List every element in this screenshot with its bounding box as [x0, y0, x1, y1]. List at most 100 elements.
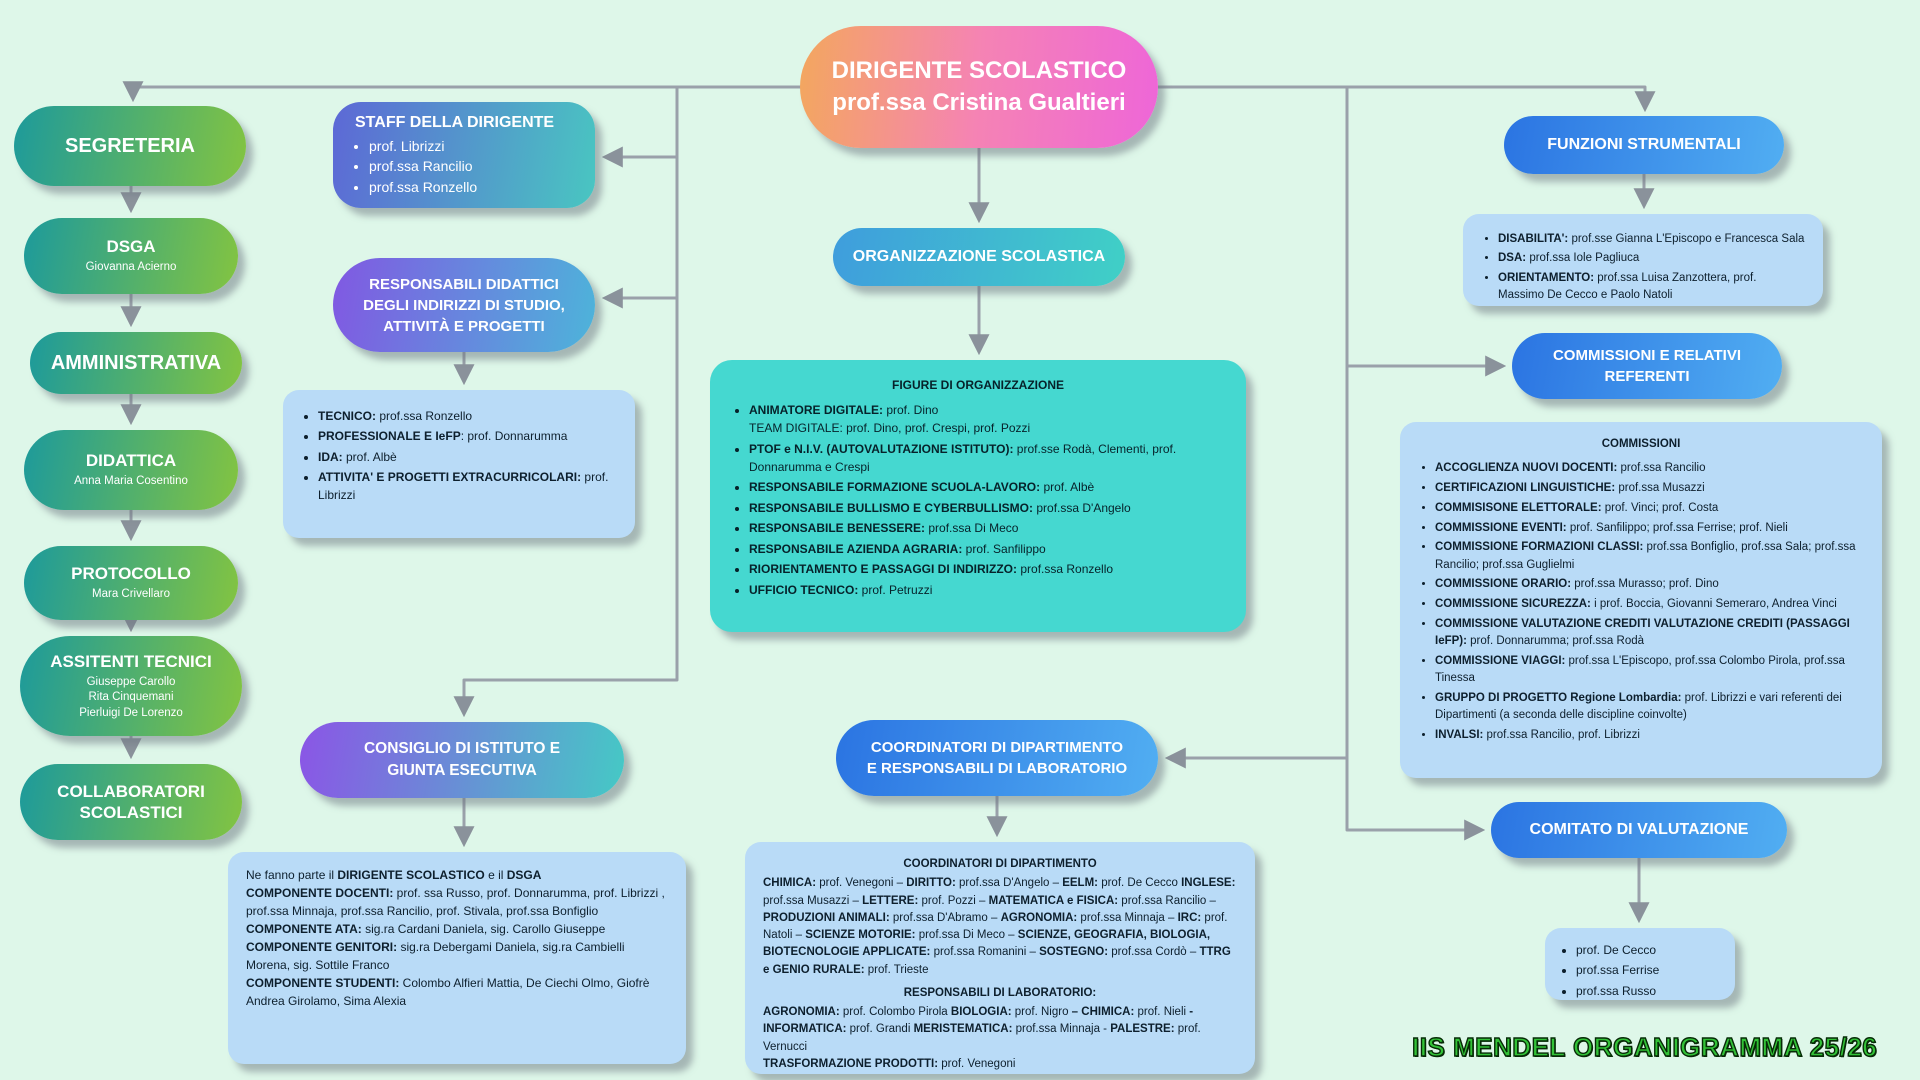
text-line: Giuseppe Carollo: [86, 675, 176, 688]
panel-heading: COORDINATORI DI DIPARTIMENTO: [903, 858, 1097, 870]
list-item: IDA: prof. Albè: [318, 448, 617, 466]
text-line: Anna Maria Cosentino: [74, 475, 188, 488]
node-segreteria: SEGRETERIA: [14, 106, 246, 186]
list-item: COMMISSIONE EVENTI: prof. Sanfilippo; pr…: [1435, 520, 1864, 537]
paragraph: Ne fanno parte il DIRIGENTE SCOLASTICO e…: [246, 868, 542, 882]
list-item: ACCOGLIENZA NUOVI DOCENTI: prof.ssa Ranc…: [1435, 460, 1864, 477]
node-title: COLLABORATORI SCOLASTICI: [57, 781, 205, 822]
node-title: STAFF DELLA DIRIGENTE: [355, 114, 555, 131]
panel-responsabili-didattici: TECNICO: prof.ssa RonzelloPROFESSIONALE …: [283, 390, 635, 538]
list-item: ORIENTAMENTO: prof.ssa Luisa Zanzottera,…: [1498, 270, 1805, 305]
paragraph: COMPONENTE STUDENTI: Colombo Alfieri Mat…: [246, 976, 650, 1008]
node-title: DIRIGENTE SCOLASTICO: [831, 56, 1127, 84]
list-item: RESPONSABILE BULLISMO E CYBERBULLISMO: p…: [749, 499, 1224, 517]
panel-commissioni: COMMISSIONI ACCOGLIENZA NUOVI DOCENTI: p…: [1400, 422, 1882, 778]
text-line: E RESPONSABILI DI LABORATORIO: [866, 760, 1128, 777]
paragraph: COMPONENTE ATA: sig.ra Cardani Daniela, …: [246, 922, 606, 936]
text-line: Rita Cinquemani: [88, 691, 174, 704]
commissioni-list: ACCOGLIENZA NUOVI DOCENTI: prof.ssa Ranc…: [1418, 460, 1864, 744]
node-title: ORGANIZZAZIONE SCOLASTICA: [852, 248, 1106, 265]
list-item: INVALSI: prof.ssa Rancilio, prof. Libriz…: [1435, 727, 1864, 744]
node-organizzazione-scolastica: ORGANIZZAZIONE SCOLASTICA: [833, 228, 1125, 286]
list-item: prof.ssa Ferrise: [1576, 961, 1721, 979]
comitato-list: prof. De Cecco prof.ssa Ferrise prof.ssa R…: [1559, 941, 1721, 1000]
paragraph: COMPONENTE DOCENTI: prof. ssa Russo, pro…: [246, 886, 665, 918]
list-item: COMMISSIONE ORARIO: prof.ssa Murasso; pr…: [1435, 576, 1864, 593]
node-staff-della-dirigente: STAFF DELLA DIRIGENTE prof. Librizziprof…: [333, 102, 595, 208]
panel-heading: RESPONSABILI DI LABORATORIO:: [903, 986, 1097, 999]
list-item: COMMISSIONE VALUTAZIONE CREDITI VALUTAZI…: [1435, 616, 1864, 651]
list-item: COMMISSIONE SICUREZZA: i prof. Boccia, G…: [1435, 596, 1864, 613]
list-item: COMMISSIONE VIAGGI: prof.ssa L'Episcopo,…: [1435, 653, 1864, 688]
node-amministrativa: AMMINISTRATIVA: [30, 332, 242, 394]
node-title: DSGA: [106, 237, 156, 257]
node-title: AMMINISTRATIVA: [50, 351, 222, 374]
list-item: RESPONSABILE FORMAZIONE SCUOLA-LAVORO: p…: [749, 478, 1224, 496]
text-line: Pierluigi De Lorenzo: [79, 706, 183, 719]
list-item: prof. Librizzi: [369, 136, 579, 156]
node-title: COMITATO DI VALUTAZIONE: [1529, 821, 1749, 838]
panel-coordinatori-dipartimento: COORDINATORI DI DIPARTIMENTO CHIMICA: pr…: [745, 842, 1255, 1074]
text-line: GIUNTA ESECUTIVA: [387, 762, 537, 779]
text-line: Mara Crivellaro: [92, 588, 170, 601]
text-line: ATTIVITÀ E PROGETTI: [383, 317, 545, 335]
text-line: RESPONSABILI DIDATTICI: [369, 275, 559, 293]
node-dsga: DSGA Giovanna Acierno: [24, 218, 238, 294]
page-title: IIS MENDEL ORGANIGRAMMA 25/26: [1411, 1031, 1878, 1062]
list-item: DSA: prof.ssa Iole Pagliuca: [1498, 250, 1805, 267]
panel-consiglio-di-istituto: Ne fanno parte il DIRIGENTE SCOLASTICO e…: [228, 852, 686, 1064]
responsabili-laboratorio-text: AGRONOMIA: prof. Colombo Pirola BIOLOGIA…: [763, 1006, 1201, 1070]
paragraph: COMPONENTE GENITORI: sig.ra Debergami Da…: [246, 940, 625, 972]
list-item: COMMISSIONE FORMAZIONI CLASSI: prof.ssa …: [1435, 539, 1864, 574]
node-names: Mara Crivellaro: [92, 587, 170, 603]
node-funzioni-strumentali: FUNZIONI STRUMENTALI: [1504, 116, 1784, 174]
list-item: ATTIVITA' E PROGETTI EXTRACURRICOLARI: p…: [318, 468, 617, 504]
list-item: TECNICO: prof.ssa Ronzello: [318, 407, 617, 425]
list-item: PTOF e N.I.V. (AUTOVALUTAZIONE ISTITUTO)…: [749, 440, 1224, 476]
node-comitato-di-valutazione: COMITATO DI VALUTAZIONE: [1491, 802, 1787, 858]
text-line: COMMISSIONI E RELATIVI: [1552, 347, 1742, 364]
panel-figure-di-organizzazione: FIGURE DI ORGANIZZAZIONE ANIMATORE DIGIT…: [710, 360, 1246, 632]
list-item: prof.ssa Russo: [1576, 982, 1721, 1000]
node-title: ASSITENTI TECNICI: [50, 651, 212, 671]
panel-funzioni-strumentali: DISABILITA': prof.sse Gianna L'Episcopo …: [1463, 214, 1823, 306]
list-item: UFFICIO TECNICO: prof. Petruzzi: [749, 581, 1224, 599]
funzioni-list: DISABILITA': prof.sse Gianna L'Episcopo …: [1481, 231, 1805, 305]
node-consiglio-di-istituto: CONSIGLIO DI ISTITUTO E GIUNTA ESECUTIVA: [300, 722, 624, 798]
node-subtitle: prof.ssa Cristina Gualtieri: [832, 89, 1126, 116]
node-title: PROTOCOLLO: [71, 564, 191, 584]
coordinatori-text: CHIMICA: prof. Venegoni – DIRITTO: prof.…: [763, 877, 1236, 976]
node-commissioni-referenti: COMMISSIONI E RELATIVI REFERENTI: [1512, 333, 1782, 399]
node-title: COMMISSIONI E RELATIVI REFERENTI: [1553, 345, 1741, 387]
text-line: Giovanna Acierno: [85, 261, 177, 274]
list-item: prof. De Cecco: [1576, 941, 1721, 959]
node-protocollo: PROTOCOLLO Mara Crivellaro: [24, 546, 238, 620]
node-title: SEGRETERIA: [64, 134, 196, 157]
text-line: CONSIGLIO DI ISTITUTO E: [363, 739, 561, 757]
text-line: REFERENTI: [1604, 368, 1690, 385]
responsabili-list: TECNICO: prof.ssa RonzelloPROFESSIONALE …: [301, 407, 617, 505]
list-item: COMMISISONE ELETTORALE: prof. Vinci; pro…: [1435, 500, 1864, 517]
panel-title: FIGURE DI ORGANIZZAZIONE: [892, 378, 1064, 392]
node-title: CONSIGLIO DI ISTITUTO E GIUNTA ESECUTIVA: [364, 738, 560, 783]
list-item: RESPONSABILE BENESSERE: prof.ssa Di Meco: [749, 519, 1224, 537]
panel-comitato-di-valutazione: prof. De Cecco prof.ssa Ferrise prof.ssa R…: [1545, 928, 1735, 1000]
list-item: RIORIENTAMENTO E PASSAGGI DI INDIRIZZO: …: [749, 560, 1224, 578]
node-title: DIDATTICA: [85, 451, 177, 471]
list-item: prof.ssa Rancilio: [369, 156, 579, 176]
list-item: DISABILITA': prof.sse Gianna L'Episcopo …: [1498, 231, 1805, 248]
list-item: PROFESSIONALE E IeFP: prof. Donnarumma: [318, 427, 617, 445]
node-collaboratori-scolastici: COLLABORATORI SCOLASTICI: [20, 764, 242, 840]
list-item: CERTIFICAZIONI LINGUISTICHE: prof.ssa Mu…: [1435, 480, 1864, 497]
consiglio-text: Ne fanno parte il DIRIGENTE SCOLASTICO e…: [246, 866, 668, 1010]
node-names: Giovanna Acierno: [86, 260, 177, 276]
staff-member-list: prof. Librizziprof.ssa Rancilioprof.ssa …: [349, 136, 579, 197]
